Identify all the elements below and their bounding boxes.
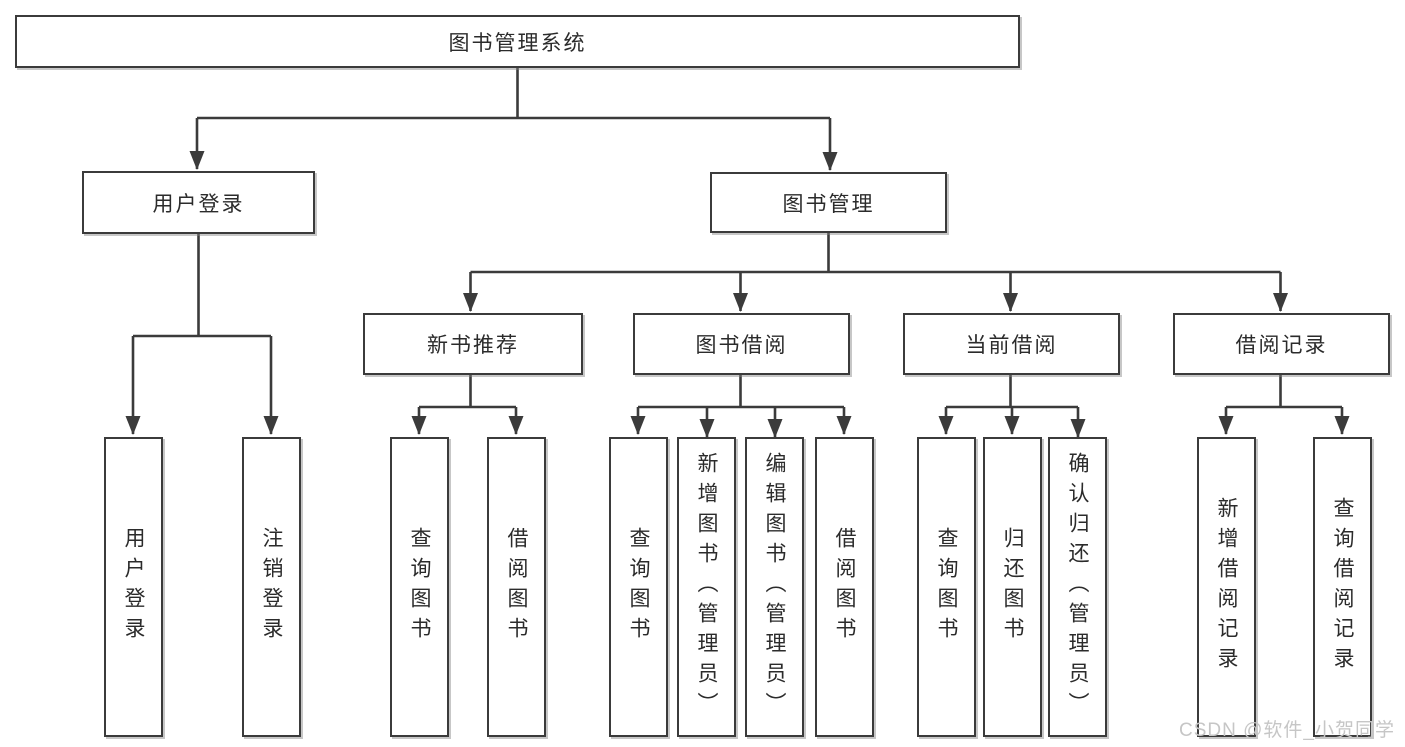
node-label: 用户登录 — [152, 192, 245, 216]
leaf-label: 新增图书（管理员） — [695, 452, 718, 722]
node-library-system: 图书管理系统 — [15, 15, 1020, 68]
leaf-label: 编辑图书（管理员） — [763, 452, 786, 722]
leaf-logout-login: 注销登录 — [242, 437, 301, 737]
node-label: 图书借阅 — [695, 334, 788, 357]
leaf-borrow-add-books-admin: 新增图书（管理员） — [677, 437, 736, 737]
node-borrow-records: 借阅记录 — [1173, 313, 1390, 375]
leaf-label: 确认归还（管理员） — [1066, 452, 1089, 722]
node-label: 当前借阅 — [965, 334, 1058, 357]
leaf-recommend-borrow-books: 借阅图书 — [487, 437, 546, 737]
leaf-recommend-query-books: 查询图书 — [390, 437, 449, 737]
leaf-current-confirm-return-admin: 确认归还（管理员） — [1048, 437, 1107, 737]
leaf-borrow-edit-books-admin: 编辑图书（管理员） — [745, 437, 804, 737]
leaf-label: 新增借阅记录 — [1215, 497, 1238, 677]
node-label: 借阅记录 — [1235, 334, 1328, 357]
node-user-login: 用户登录 — [82, 171, 315, 234]
leaf-borrow-query-books: 查询图书 — [609, 437, 668, 737]
leaf-label: 借阅图书 — [505, 527, 528, 647]
leaf-user-login: 用户登录 — [104, 437, 163, 737]
watermark: CSDN @软件_小贺同学 — [1179, 720, 1395, 741]
leaf-record-add-borrow-record: 新增借阅记录 — [1197, 437, 1256, 737]
leaf-label: 查询图书 — [408, 527, 431, 647]
leaf-label: 借阅图书 — [833, 527, 856, 647]
node-label: 新书推荐 — [427, 334, 519, 357]
node-current-borrow: 当前借阅 — [903, 313, 1120, 375]
leaf-label: 注销登录 — [260, 527, 283, 647]
leaf-label: 查询图书 — [935, 527, 958, 647]
node-book-borrow: 图书借阅 — [633, 313, 850, 375]
leaf-record-query-borrow-record: 查询借阅记录 — [1313, 437, 1372, 737]
leaf-label: 用户登录 — [122, 527, 145, 647]
node-new-book-recommend: 新书推荐 — [363, 313, 583, 375]
node-label: 图书管理 — [782, 192, 875, 216]
leaf-current-query-books: 查询图书 — [917, 437, 976, 737]
leaf-label: 查询借阅记录 — [1331, 497, 1354, 677]
connector-trunks — [133, 68, 1342, 409]
node-label: 图书管理系统 — [448, 31, 587, 55]
leaf-label: 查询图书 — [627, 527, 650, 647]
leaf-borrow-borrow-books: 借阅图书 — [815, 437, 874, 737]
leaf-label: 归还图书 — [1001, 527, 1024, 647]
node-book-management: 图书管理 — [710, 172, 947, 233]
leaf-current-return-books: 归还图书 — [983, 437, 1042, 737]
